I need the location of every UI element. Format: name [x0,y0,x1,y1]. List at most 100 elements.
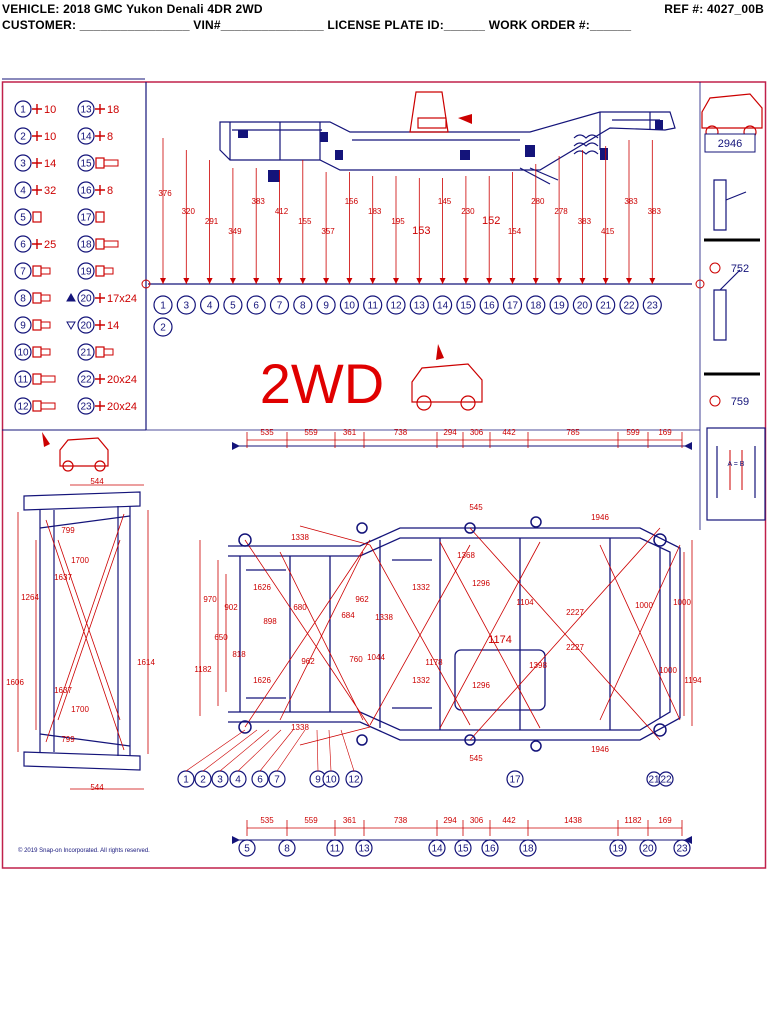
height-arrow-11 [369,278,376,284]
legend-spec: 25 [44,239,56,251]
front-dim-0: 799 [61,526,75,535]
bottom-dim-value: 1182 [624,816,642,825]
bolt-shank-icon [103,240,119,248]
frame-dim-31: 2227 [566,643,584,652]
side-point-3-circle [176,295,196,315]
front-dim-6: 1264 [21,593,39,602]
side-point-22-label: 22 [623,301,635,312]
side-point-7-label: 7 [277,301,283,312]
legend-point-4-label: 4 [20,186,26,197]
legend-point-1-label: 1 [20,105,26,116]
bolt-head-icon [32,373,42,385]
legend-marker-up [66,292,76,302]
bottom-dim-value: 306 [470,816,484,825]
bottom-point-14-label: 14 [431,844,443,855]
bolt-shank-icon [40,321,51,329]
legend-point-17-circle [77,208,95,226]
height-value-7: 412 [275,207,289,216]
height-arrow-23 [649,278,656,284]
height-arrow-10 [346,278,353,284]
bottom-dim-value: 361 [343,816,357,825]
leader-line [185,729,246,772]
cross-icon [95,185,105,195]
side-point-17-circle [502,295,523,315]
frame-dim-14: 680 [293,603,307,612]
legend-point-11-label: 11 [18,375,29,386]
height-value-4: 291 [205,217,219,226]
top-dim-value: 785 [566,428,580,437]
leader-line [316,729,319,772]
height-arrow-3 [183,278,190,284]
side-point-16-circle [479,295,499,315]
height-arrow-13 [416,278,423,284]
legend-point-14-label: 14 [80,132,92,143]
top-dim-value: 169 [658,428,672,437]
frame-dim-6: 1626 [253,583,271,592]
legend-point-17-label: 17 [80,213,92,224]
frame-dim-21: 1332 [412,583,430,592]
frame-dim-35: 1194 [684,676,702,685]
side-point-9-label: 9 [323,301,329,312]
legend-spec: 10 [44,104,56,116]
frame-dim-13: 898 [263,617,277,626]
top-view-point-9-label: 9 [315,775,321,786]
height-value-1: 376 [158,189,172,198]
bolt-head-icon [32,292,42,304]
bottom-point-15-label: 15 [457,844,469,855]
legend-point-15-circle [77,154,95,172]
legend-point-7-label: 7 [20,267,26,278]
top-view-point-2-label: 2 [200,775,206,786]
bolt-head-icon [32,211,42,223]
height-value-21: 415 [601,227,615,236]
height-arrow-22 [626,278,632,284]
bottom-point-23-label: 23 [676,844,688,855]
height-value-19: 278 [554,207,568,216]
frame-dim-9: 902 [224,603,238,612]
customer-line: CUSTOMER: ________________ VIN#_________… [2,18,632,32]
side-point-10-circle [339,295,359,315]
frame-dim-4: 1338 [291,533,309,542]
cross-icon [95,131,105,141]
bolt-head-icon [32,400,42,412]
side-point-5-circle [223,295,243,315]
frame-dim-28: 1174 [488,634,512,646]
legend-point-13-circle [77,100,95,118]
diagram-title: 2WD [260,352,384,415]
bottom-point-20-label: 20 [642,844,654,855]
bottom-dim-value: 442 [502,816,516,825]
side-point-12-label: 12 [390,301,402,312]
legend-spec: 14 [44,158,56,170]
bolt-shank-icon [103,267,114,275]
top-view-point-7-label: 7 [274,775,280,786]
height-value-12: 195 [391,217,405,226]
top-dim-value: 306 [470,428,484,437]
legend-point-4-circle [14,181,32,199]
side-point-13-circle [409,295,429,315]
frame-dim-29: 1398 [529,661,547,670]
bottom-point-13-label: 13 [358,844,370,855]
frame-dim-16: 684 [341,611,355,620]
front-dim-2: 1700 [71,556,89,565]
height-value-20: 383 [578,217,592,226]
legend-point-5-label: 5 [20,213,26,224]
leader-line [276,729,306,772]
frame-dim-34: 1000 [659,666,677,675]
frame-dim-32: 1000 [635,601,653,610]
legend-point-12-circle [14,397,32,415]
legend-point-18-label: 18 [80,240,92,251]
frame-dim-27: 1104 [516,598,534,607]
frame-dim-5: 1338 [291,723,309,732]
bottom-point-18-label: 18 [522,844,534,855]
bolt-shank-icon [40,375,56,383]
bottom-point-19-label: 19 [612,844,624,855]
cross-icon [95,104,105,114]
legend-point-13-label: 13 [80,105,92,116]
front-dim-4: 1637 [54,573,72,582]
bottom-point-5-label: 5 [244,844,250,855]
legend-spec: 20x24 [107,401,137,413]
bolt-shank-icon [103,348,114,356]
reference-number: REF #: 4027_00B [664,2,764,16]
height-value-23: 383 [648,207,662,216]
height-arrow-7 [276,278,283,284]
